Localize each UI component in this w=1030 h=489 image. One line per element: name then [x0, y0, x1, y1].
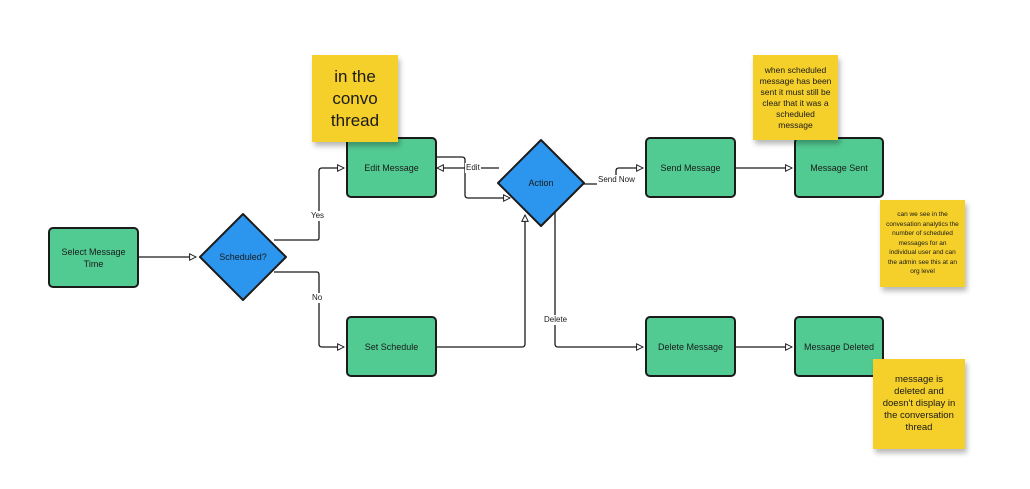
- connector-action-delete[interactable]: [554, 200, 643, 347]
- node-select-message-time-label: Select Message Time: [61, 246, 126, 269]
- node-delete-message[interactable]: Delete Message: [645, 316, 736, 377]
- edge-label-no: No: [311, 293, 324, 303]
- connector-edit-to-action[interactable]: [436, 156, 510, 198]
- decision-scheduled-shape[interactable]: [199, 213, 287, 301]
- node-edit-message-label: Edit Message: [364, 162, 419, 173]
- sticky-note-analytics-question[interactable]: can we see in the convesation analytics …: [880, 200, 965, 287]
- sticky-note-convo-thread[interactable]: in the convo thread: [312, 55, 398, 142]
- node-send-message[interactable]: Send Message: [645, 137, 736, 198]
- edge-label-delete: Delete: [543, 315, 569, 325]
- node-select-message-time[interactable]: Select Message Time: [48, 227, 139, 288]
- node-message-deleted[interactable]: Message Deleted: [794, 316, 884, 377]
- node-message-sent-label: Message Sent: [810, 162, 868, 173]
- connector-scheduled-no-schedule[interactable]: [274, 271, 344, 347]
- decision-action-shape[interactable]: [497, 139, 585, 227]
- sticky-note-scheduled-clear[interactable]: when scheduled message has been sent it …: [753, 55, 838, 140]
- node-set-schedule[interactable]: Set Schedule: [346, 316, 437, 377]
- connector-scheduled-yes-edit[interactable]: [274, 168, 344, 241]
- node-delete-message-label: Delete Message: [657, 341, 724, 352]
- sticky-note-analytics-question-text: can we see in the convesation analytics …: [886, 211, 959, 276]
- edge-label-send-now: Send Now: [597, 175, 636, 185]
- node-message-sent[interactable]: Message Sent: [794, 137, 884, 198]
- node-message-deleted-label: Message Deleted: [803, 341, 875, 352]
- node-edit-message[interactable]: Edit Message: [346, 137, 437, 198]
- edge-label-yes: Yes: [310, 211, 326, 221]
- node-set-schedule-label: Set Schedule: [364, 341, 419, 352]
- sticky-note-scheduled-clear-text: when scheduled message has been sent it …: [759, 64, 832, 130]
- sticky-note-deleted[interactable]: message is deleted and doesn't display i…: [873, 359, 965, 449]
- connector-schedule-to-action[interactable]: [437, 215, 525, 348]
- sticky-note-deleted-text: message is deleted and doesn't display i…: [882, 374, 956, 433]
- sticky-note-convo-thread-text: in the convo thread: [330, 66, 380, 130]
- node-send-message-label: Send Message: [660, 162, 721, 173]
- edge-label-edit: Edit: [465, 163, 481, 173]
